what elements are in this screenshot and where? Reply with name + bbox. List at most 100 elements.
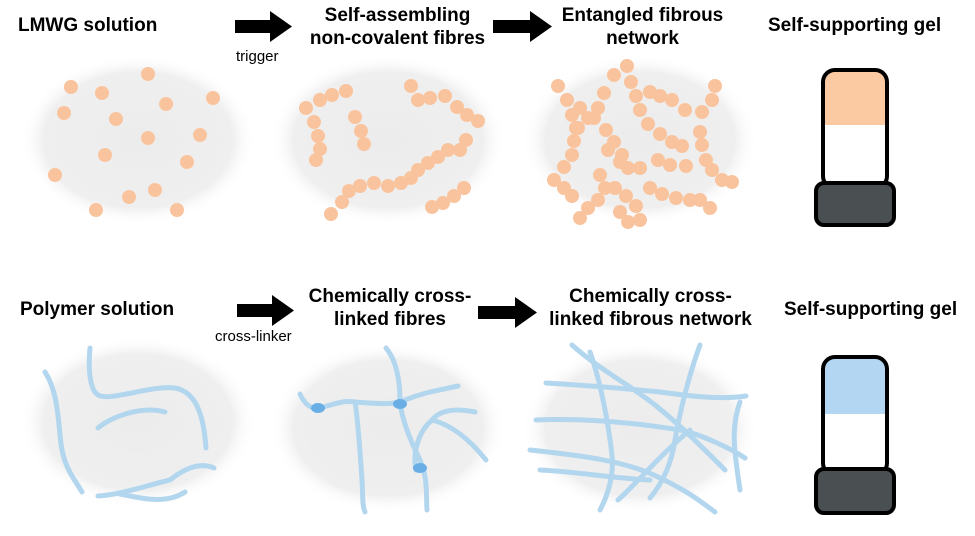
label-line: Chemically cross-: [569, 286, 732, 307]
molecule-particle: [557, 160, 571, 174]
molecule-particle: [613, 155, 627, 169]
molecule-particle: [573, 101, 587, 115]
molecule-particle: [441, 143, 455, 157]
molecule-particle: [695, 105, 709, 119]
solution-ellipse-top-3: [522, 55, 758, 225]
molecule-particle: [587, 111, 601, 125]
lmwg-molecules: [48, 67, 220, 217]
molecule-particle: [313, 142, 327, 156]
polymer-chain: [117, 489, 188, 502]
polymer-chain: [86, 345, 209, 451]
molecule-particle: [599, 123, 613, 137]
molecule-particle: [438, 89, 452, 103]
label-chemically-cross-linked-fibres: Chemically cross- linked fibres: [295, 285, 485, 331]
molecule-particle: [339, 84, 353, 98]
molecule-particle: [141, 67, 155, 81]
molecule-particle: [367, 176, 381, 190]
molecule-particle: [404, 79, 418, 93]
molecule-particle: [348, 110, 362, 124]
polymer-chain: [615, 427, 693, 503]
molecule-particle: [447, 189, 461, 203]
molecule-particle: [683, 193, 697, 207]
label-line: network: [606, 28, 679, 49]
label-lmwg-solution: LMWG solution: [18, 15, 158, 36]
molecule-particle: [651, 153, 665, 167]
molecule-particle: [206, 91, 220, 105]
gel-vial-top: [814, 68, 896, 227]
entangled-network: [547, 59, 739, 229]
crosslink-point: [393, 399, 407, 409]
arrow-cross-linker: [237, 295, 294, 326]
molecule-particle: [593, 168, 607, 182]
cross-linked-network: [527, 342, 749, 515]
solution-ellipse-bottom-2: [270, 343, 506, 513]
molecule-particle: [679, 159, 693, 173]
molecule-particle: [569, 121, 583, 135]
molecule-particle: [425, 200, 439, 214]
polymer-chain: [95, 407, 168, 431]
molecule-particle: [678, 103, 692, 117]
molecule-particle: [551, 79, 565, 93]
molecule-particle: [641, 117, 655, 131]
molecule-particle: [629, 199, 643, 213]
self-assembled-fibres: [299, 79, 485, 221]
molecule-particle: [613, 205, 627, 219]
crosslink-point: [413, 463, 427, 473]
molecule-particle: [547, 173, 561, 187]
molecule-particle: [309, 153, 323, 167]
polymer-chain: [383, 345, 430, 513]
molecule-particle: [460, 108, 474, 122]
molecule-particle: [411, 93, 425, 107]
molecule-particle: [675, 139, 689, 153]
vial-cap: [814, 467, 896, 515]
arrow-cross-linked-network: [478, 297, 537, 328]
label-line: non-covalent fibres: [309, 28, 486, 49]
molecule-particle: [193, 128, 207, 142]
molecule-particle: [620, 59, 634, 73]
label-line: Self-assembling: [324, 5, 471, 26]
molecule-particle: [98, 148, 112, 162]
label-cross-linked-network: Chemically cross- linked fibrous network: [538, 285, 763, 331]
molecule-particle: [597, 86, 611, 100]
molecule-particle: [335, 195, 349, 209]
molecule-particle: [669, 191, 683, 205]
molecule-particle: [354, 124, 368, 138]
molecule-particle: [457, 181, 471, 195]
label-entangled-network: Entangled fibrous network: [560, 4, 725, 50]
molecule-particle: [601, 143, 615, 157]
molecule-particle: [325, 88, 339, 102]
molecule-particle: [608, 181, 622, 195]
molecule-particle: [307, 115, 321, 129]
molecule-particle: [619, 189, 633, 203]
solution-ellipse-top-1: [20, 55, 256, 225]
molecule-particle: [394, 176, 408, 190]
molecule-particle: [311, 129, 325, 143]
label-trigger: trigger: [236, 48, 279, 65]
arrow-trigger: [235, 11, 292, 42]
molecule-particle: [708, 79, 722, 93]
molecule-particle: [725, 175, 739, 189]
polymer-chain: [587, 349, 615, 513]
polymer-chain: [731, 399, 743, 493]
molecule-particle: [450, 100, 464, 114]
molecule-particle: [573, 211, 587, 225]
molecule-particle: [95, 86, 109, 100]
molecule-particle: [655, 187, 669, 201]
gel-fill: [823, 357, 887, 414]
molecule-particle: [89, 203, 103, 217]
molecule-particle: [560, 93, 574, 107]
molecule-particle: [705, 163, 719, 177]
molecule-particle: [643, 181, 657, 195]
molecule-particle: [148, 183, 162, 197]
molecule-particle: [598, 181, 612, 195]
molecule-particle: [109, 112, 123, 126]
molecule-particle: [122, 190, 136, 204]
molecule-particle: [471, 114, 485, 128]
molecule-particle: [695, 138, 709, 152]
molecule-particle: [299, 101, 313, 115]
molecule-particle: [607, 68, 621, 82]
polymer-chain: [429, 417, 489, 463]
molecule-particle: [581, 201, 595, 215]
